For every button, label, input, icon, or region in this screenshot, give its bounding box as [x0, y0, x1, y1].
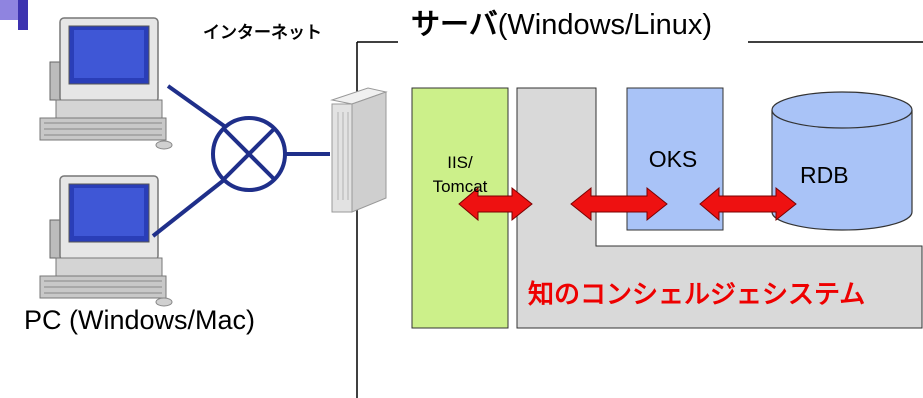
- server-title: サーバ(Windows/Linux): [405, 6, 719, 43]
- server-tower-icon: [330, 87, 388, 213]
- pc1-link: [166, 84, 229, 130]
- pc-icon: [39, 175, 173, 307]
- server-title-os: (Windows/Linux): [497, 9, 713, 41]
- pc-icon: [39, 17, 173, 150]
- rdb-label: RDB: [800, 162, 849, 188]
- double-arrow-icon: [699, 186, 797, 222]
- network-hub-icon: [211, 116, 287, 192]
- concierge-system-box: [516, 87, 923, 329]
- database-cylinder-icon: [771, 91, 913, 231]
- system-name-label: 知のコンシェルジェシステム: [528, 280, 866, 310]
- double-arrow-icon: [570, 186, 668, 222]
- corner-accent-bar: [18, 0, 28, 30]
- pc-caption: PC (Windows/Mac): [24, 305, 256, 335]
- pc2-link: [151, 178, 226, 238]
- iis-tomcat-label: IIS/ Tomcat: [412, 151, 508, 199]
- oks-label: OKS: [648, 146, 698, 172]
- internet-label: インターネット: [203, 23, 322, 43]
- iis-label-line1: IIS/: [447, 153, 473, 172]
- server-title-jp: サーバ: [411, 7, 498, 41]
- double-arrow-icon: [458, 186, 533, 222]
- iis-label-line2: Tomcat: [432, 177, 488, 196]
